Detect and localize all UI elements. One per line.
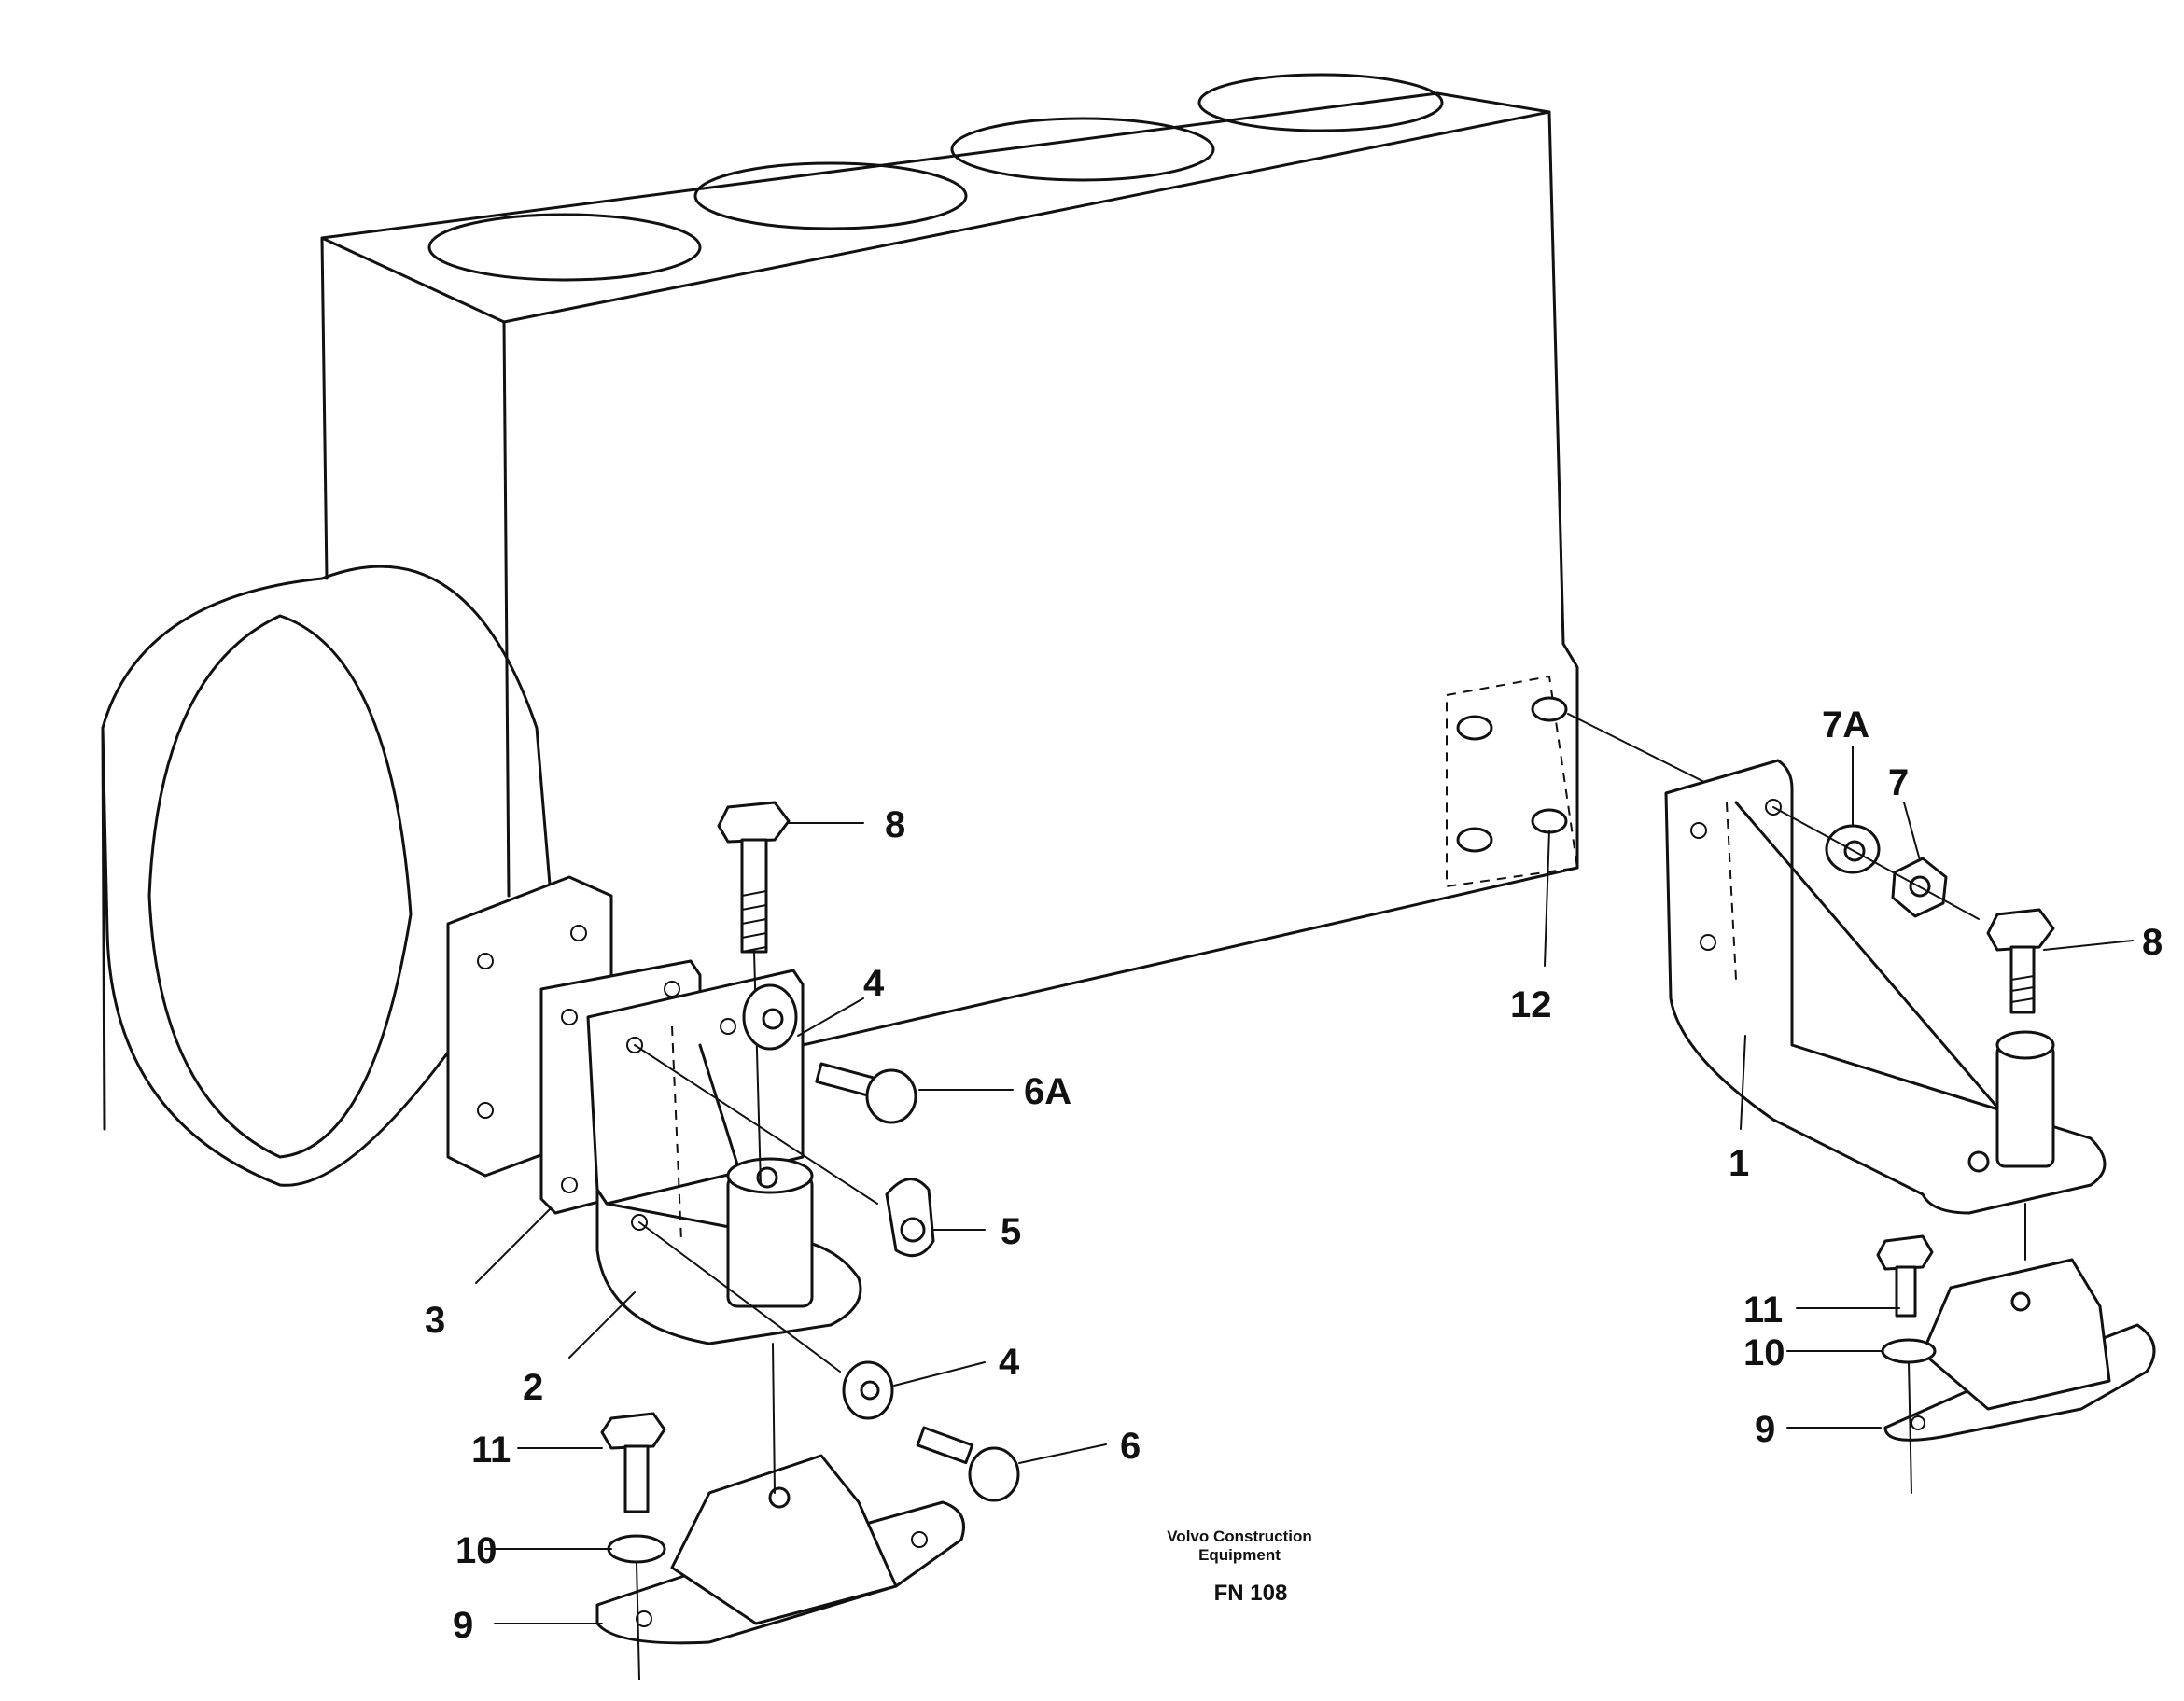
- caption-figure-code: FN 108: [1214, 1581, 1288, 1606]
- callout-11-left: 11: [471, 1429, 511, 1471]
- callout-3: 3: [425, 1300, 445, 1341]
- callout-1: 1: [1729, 1143, 1749, 1184]
- callout-4-lower: 4: [999, 1342, 1020, 1383]
- callout-labels: 8 4 6A 5 4 6 3 2 11 10 9 12 7A 7 8 1 11 …: [425, 704, 2163, 1646]
- flywheel-housing: [101, 565, 613, 1187]
- callout-6a: 6A: [1024, 1071, 1071, 1112]
- caption-company-line2: Equipment: [1198, 1546, 1281, 1564]
- right-mount-bracket: [1664, 759, 2107, 1215]
- left-top-bolt: [717, 801, 791, 1186]
- engine-block: [320, 73, 1579, 1047]
- upper-spacer-and-bolt: [742, 983, 917, 1124]
- callout-7: 7: [1888, 762, 1909, 803]
- left-rubber-mount: [595, 1343, 965, 1680]
- callout-7a: 7A: [1822, 704, 1869, 746]
- lower-spacer-and-bolt: [842, 1360, 1020, 1502]
- callout-10-left: 10: [455, 1530, 497, 1571]
- callout-12: 12: [1510, 984, 1552, 1025]
- right-rubber-mount: [1876, 1203, 2156, 1494]
- callout-8-left: 8: [885, 804, 905, 845]
- callout-2: 2: [523, 1367, 543, 1408]
- callout-11-right: 11: [1743, 1290, 1783, 1331]
- caption-company-line1: Volvo Construction: [1167, 1527, 1312, 1545]
- right-washer-and-nut: [1772, 806, 1980, 920]
- lock-plate: [634, 1044, 935, 1373]
- left-mount-bracket: [586, 969, 862, 1345]
- callout-9-right: 9: [1755, 1409, 1775, 1450]
- callout-9-left: 9: [453, 1605, 473, 1646]
- engine-studs: [1446, 675, 1709, 888]
- callout-4-upper: 4: [863, 963, 885, 1004]
- callout-8-right: 8: [2142, 922, 2163, 963]
- callout-10-right: 10: [1743, 1332, 1785, 1373]
- leader-lines: [475, 746, 2134, 1624]
- diagram-caption: Volvo Construction Equipment FN 108: [1167, 1527, 1312, 1606]
- callout-6: 6: [1120, 1426, 1141, 1467]
- right-top-bolt: [1986, 908, 2055, 1014]
- callout-5: 5: [1001, 1211, 1021, 1252]
